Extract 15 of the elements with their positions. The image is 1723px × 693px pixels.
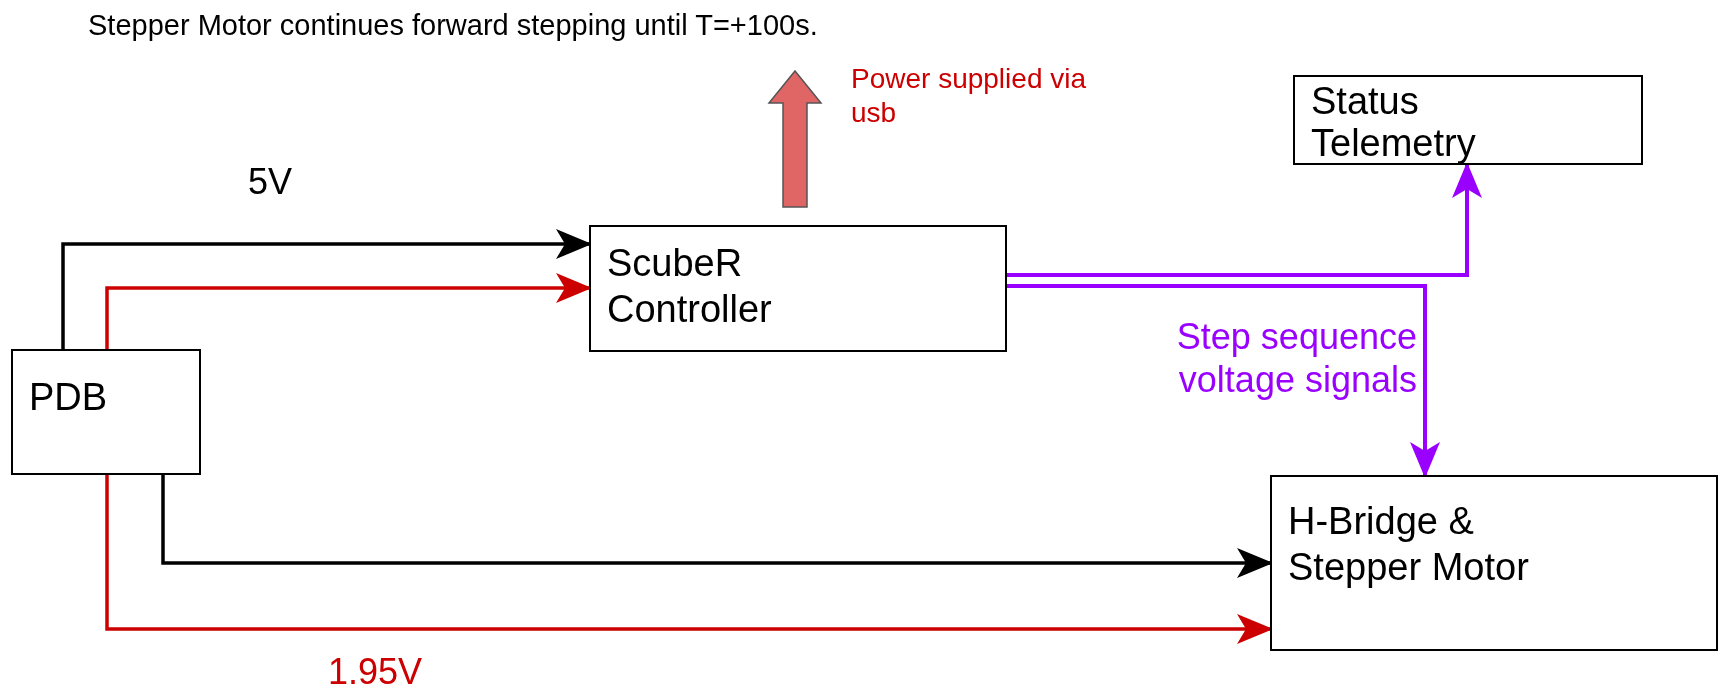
process-box — [1270, 475, 1718, 651]
arrow — [1007, 284, 1440, 478]
edge-label: Step sequence voltage signals — [1175, 315, 1417, 402]
box-label: H-Bridge & Stepper Motor — [1288, 499, 1530, 590]
box-label: ScubeR Controller — [607, 241, 773, 332]
edge-label: 1.95V — [328, 650, 423, 693]
box-label: PDB — [29, 375, 108, 420]
note-text: Stepper Motor continues forward stepping until T=+100s. — [88, 8, 818, 43]
process-box — [11, 349, 201, 475]
process-box — [589, 225, 1007, 352]
edge-label: Power supplied via usb — [851, 62, 1088, 130]
box-label: Status Telemetry — [1311, 81, 1477, 165]
edge-label: 5V — [248, 160, 293, 204]
block-arrow — [767, 69, 823, 208]
process-box — [1293, 75, 1643, 165]
